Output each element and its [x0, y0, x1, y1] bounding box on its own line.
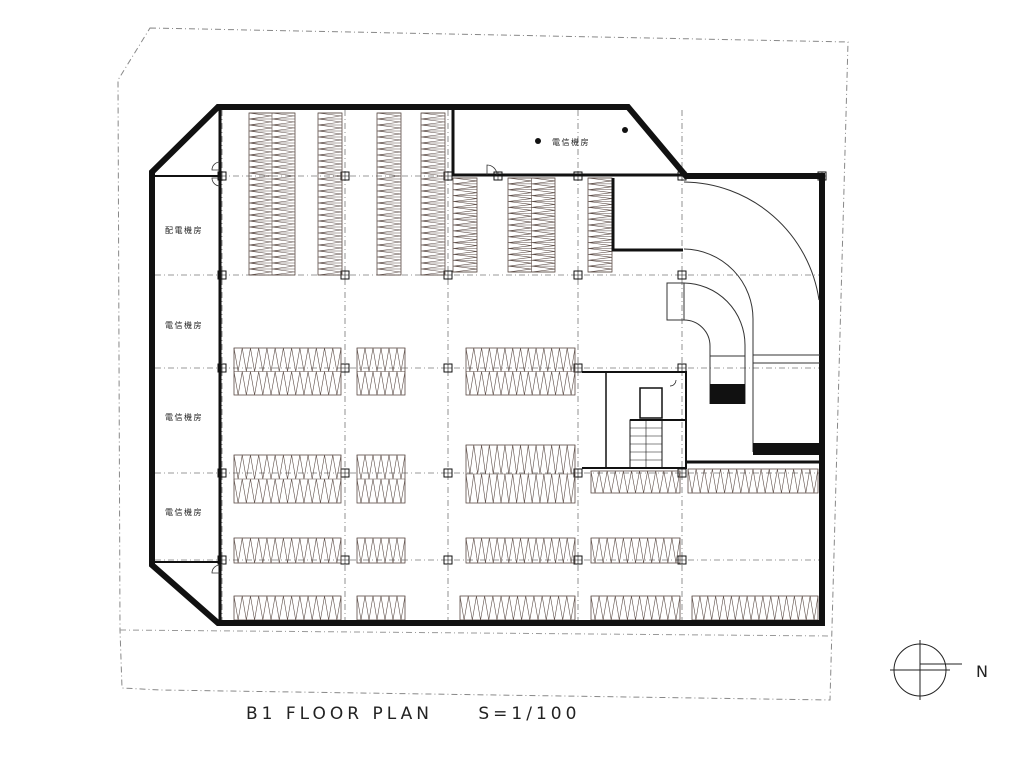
parking-stall-group: [452, 177, 478, 273]
parking-stall-group: [691, 595, 819, 621]
equipment-dot: [622, 127, 628, 133]
ramp: [666, 181, 820, 452]
column: [573, 270, 583, 280]
parking-stall-group: [587, 177, 613, 273]
column: [443, 555, 453, 565]
parking-stall-group: [420, 112, 446, 276]
parking-stall-group: [687, 468, 819, 494]
stair-core: [582, 371, 822, 469]
parking-stall-group: [248, 112, 296, 276]
parking-stall-group: [356, 347, 406, 396]
door-swing: [486, 164, 498, 176]
column: [340, 363, 350, 373]
parking-stall-group: [590, 470, 681, 494]
parking-stall-group: [507, 177, 556, 273]
column: [217, 270, 227, 280]
parking-stall-group: [356, 454, 406, 504]
site-line-bottom: [119, 629, 831, 637]
column: [573, 468, 583, 478]
site-boundary: [117, 27, 849, 701]
column: [340, 468, 350, 478]
exterior-wall: [149, 104, 825, 626]
north-arrow-icon: [890, 640, 962, 700]
column: [677, 270, 687, 280]
parking-stall-group: [317, 112, 343, 276]
column: [677, 363, 687, 373]
parking-stall-group: [233, 595, 342, 621]
shaft-wall: [611, 178, 683, 252]
parking-stall-group: [233, 454, 342, 504]
north-label: N: [976, 662, 988, 681]
parking-stall-group: [590, 595, 681, 621]
parking-stalls: [233, 112, 819, 621]
parking-stall-group: [376, 112, 402, 276]
door-swing: [211, 161, 221, 171]
plan-title: B1 FLOOR PLAN: [246, 704, 433, 724]
column: [443, 468, 453, 478]
column: [340, 555, 350, 565]
parking-stall-group: [356, 537, 406, 564]
column: [677, 555, 687, 565]
room-label-telecom: 電信機房: [165, 412, 203, 422]
room-label-telecom-top: 電信機房: [552, 137, 590, 147]
equipment-dot: [535, 138, 541, 144]
parking-stall-group: [233, 537, 342, 564]
parking-stall-group: [465, 347, 576, 396]
room-label-telecom: 電信機房: [165, 320, 203, 330]
ramp-wall-block: [753, 443, 820, 455]
ramp-wall-block: [710, 384, 745, 404]
parking-stall-group: [233, 347, 342, 396]
column: [443, 363, 453, 373]
door-swing: [211, 177, 221, 187]
parking-stall-group: [590, 537, 681, 564]
room-label-power: 配電機房: [165, 225, 203, 235]
parking-stall-group: [356, 595, 406, 621]
parking-stall-group: [465, 444, 576, 504]
telecom-room-wall: [451, 107, 686, 177]
door-swing: [211, 564, 221, 574]
plan-caption: B1 FLOOR PLAN S=1/100: [246, 704, 616, 724]
parking-stall-group: [465, 537, 576, 564]
room-label-telecom: 電信機房: [165, 507, 203, 517]
parking-stall-group: [459, 595, 576, 621]
plan-scale: S=1/100: [478, 704, 581, 724]
